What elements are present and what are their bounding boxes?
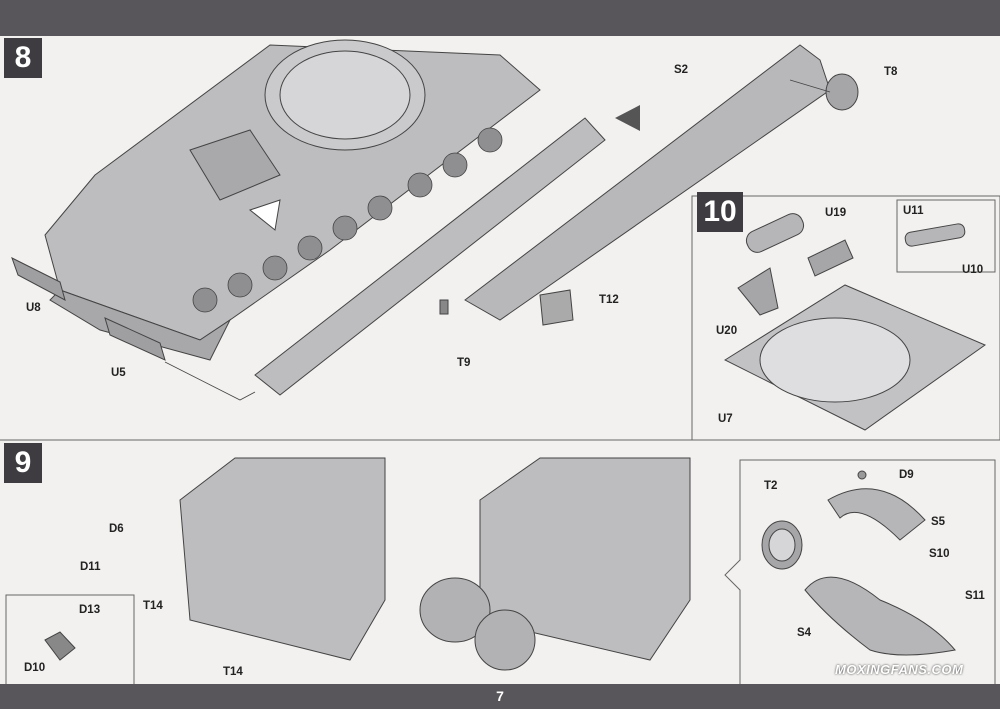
direction-arrow-icon	[615, 105, 640, 131]
part-u8	[11, 256, 66, 301]
label-d9: D9	[899, 469, 914, 481]
step-9-badge: 9	[4, 443, 42, 483]
label-t12: T12	[599, 294, 619, 306]
label-s2: S2	[674, 64, 689, 76]
label-d10: D10	[24, 662, 46, 674]
periscope-part	[745, 213, 805, 253]
label-d13: D13	[79, 604, 101, 616]
label-u7: U7	[718, 413, 733, 425]
label-d6: D6	[109, 523, 124, 535]
part-d10	[44, 631, 76, 661]
label-u11: U11	[903, 205, 924, 217]
label-s11: S11	[965, 590, 985, 602]
label-u8: U8	[26, 302, 41, 314]
part-u10-u11	[904, 223, 966, 247]
label-s5: S5	[931, 516, 946, 528]
hull-wheels	[192, 127, 503, 313]
label-u20: U20	[716, 325, 738, 337]
part-t8	[825, 73, 859, 111]
part-d9	[857, 470, 867, 480]
step9-right-frame	[724, 459, 996, 689]
label-t9: T9	[457, 357, 471, 369]
header-bar	[0, 0, 1000, 36]
part-u19	[807, 239, 854, 277]
step-10-badge: 10	[697, 192, 743, 232]
part-u20	[737, 267, 779, 316]
label-t14-upper: T14	[143, 600, 163, 612]
step10-box	[691, 195, 1000, 441]
part-t2	[761, 520, 803, 570]
label-t8: T8	[884, 66, 898, 78]
watermark: MOXINGFANS.COM	[835, 662, 964, 677]
label-u10: U10	[962, 264, 984, 276]
part-u5	[104, 317, 166, 361]
fuel-drums	[419, 577, 536, 671]
part-t9	[439, 299, 449, 315]
step-8-badge: 8	[4, 38, 42, 78]
hull-body	[44, 39, 541, 361]
label-t14-lower: T14	[223, 666, 243, 678]
label-t2: T2	[764, 480, 778, 492]
side-skirt	[254, 117, 606, 396]
part-s4	[804, 576, 956, 656]
label-u19: U19	[825, 207, 847, 219]
part-s2	[464, 44, 831, 321]
label-d11: D11	[80, 561, 101, 573]
label-u5: U5	[111, 367, 126, 379]
part-s5	[827, 488, 926, 541]
footer-bar	[0, 684, 1000, 709]
label-s4: S4	[797, 627, 812, 639]
page-number: 7	[496, 688, 504, 704]
hull-rear-left	[179, 457, 386, 661]
part-t12	[539, 289, 574, 326]
label-s10: S10	[929, 548, 950, 560]
